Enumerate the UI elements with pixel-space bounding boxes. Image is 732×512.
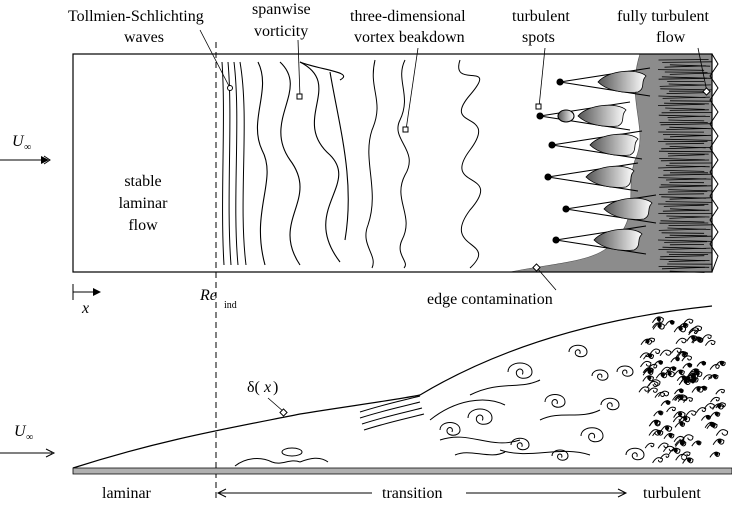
transition-label: transition [382, 485, 442, 502]
svg-text:ind: ind [224, 300, 237, 311]
stable-laminar-label: stable laminar flow [119, 173, 169, 234]
fully-turbulent-label-line2: flow [656, 29, 686, 46]
svg-text:∞: ∞ [26, 432, 33, 443]
freestream-top: U ∞ [0, 133, 51, 165]
svg-text:δ(: δ( [247, 379, 260, 396]
threed-label-line2: vortex beakdown [354, 29, 465, 46]
turbulent-label: turbulent [643, 485, 701, 502]
x-axis-marker: x [72, 284, 101, 317]
spots-label-line1: turbulent [512, 8, 570, 25]
svg-text:edge contamination: edge contamination [427, 291, 553, 308]
svg-text:x: x [263, 379, 271, 396]
re-ind-label: Re ind [199, 287, 237, 311]
wall-plate [72, 467, 732, 475]
svg-text:U: U [14, 423, 27, 440]
svg-text:U: U [12, 133, 25, 150]
svg-text:stable: stable [124, 173, 161, 190]
top-domain-box [72, 53, 713, 273]
boundary-layer-edge [72, 305, 713, 469]
transition-streak-lines [359, 395, 425, 431]
fully-turbulent-texture [657, 59, 713, 273]
freestream-bottom: U ∞ [0, 423, 56, 458]
edge-contamination-label: edge contamination [427, 263, 557, 308]
svg-text:): ) [273, 379, 278, 396]
bottom-turbulent-eddies [638, 316, 729, 464]
threed-label-line1: three-dimensional [350, 8, 466, 25]
top-panel [72, 42, 719, 500]
svg-text:flow: flow [128, 217, 158, 234]
svg-text:laminar: laminar [119, 195, 169, 212]
turbulent-spots [536, 67, 657, 255]
ts-wave-lines [221, 61, 247, 266]
x-axis-label: x [81, 300, 89, 317]
svg-text:Re: Re [199, 287, 217, 304]
bottom-region-labels: laminar transition turbulent [102, 485, 701, 502]
ts-waves-label-line1: Tollmien-Schlichting [68, 8, 204, 25]
transition-vortex-swirls [429, 344, 645, 461]
delta-x-label: δ( x ) [247, 379, 288, 417]
ts-waves-label-line2: waves [124, 29, 164, 46]
spanwise-vorticity-waves [256, 61, 349, 266]
laminar-label: laminar [102, 485, 152, 502]
spanwise-label-line1: spanwise [252, 1, 311, 18]
bottom-panel: δ( x ) U ∞ laminar transition turbulent [0, 305, 732, 502]
vortex-breakdown-lines [365, 59, 482, 269]
spanwise-label-line2: vorticity [254, 23, 308, 40]
fully-turbulent-label-line1: fully turbulent [617, 8, 710, 25]
right-edge-wavy [709, 53, 719, 273]
lower-layer-waves [234, 447, 329, 467]
svg-text:∞: ∞ [24, 142, 31, 153]
top-labels: Tollmien-Schlichting waves spanwise vort… [68, 1, 711, 133]
spots-label-line2: spots [522, 29, 555, 46]
